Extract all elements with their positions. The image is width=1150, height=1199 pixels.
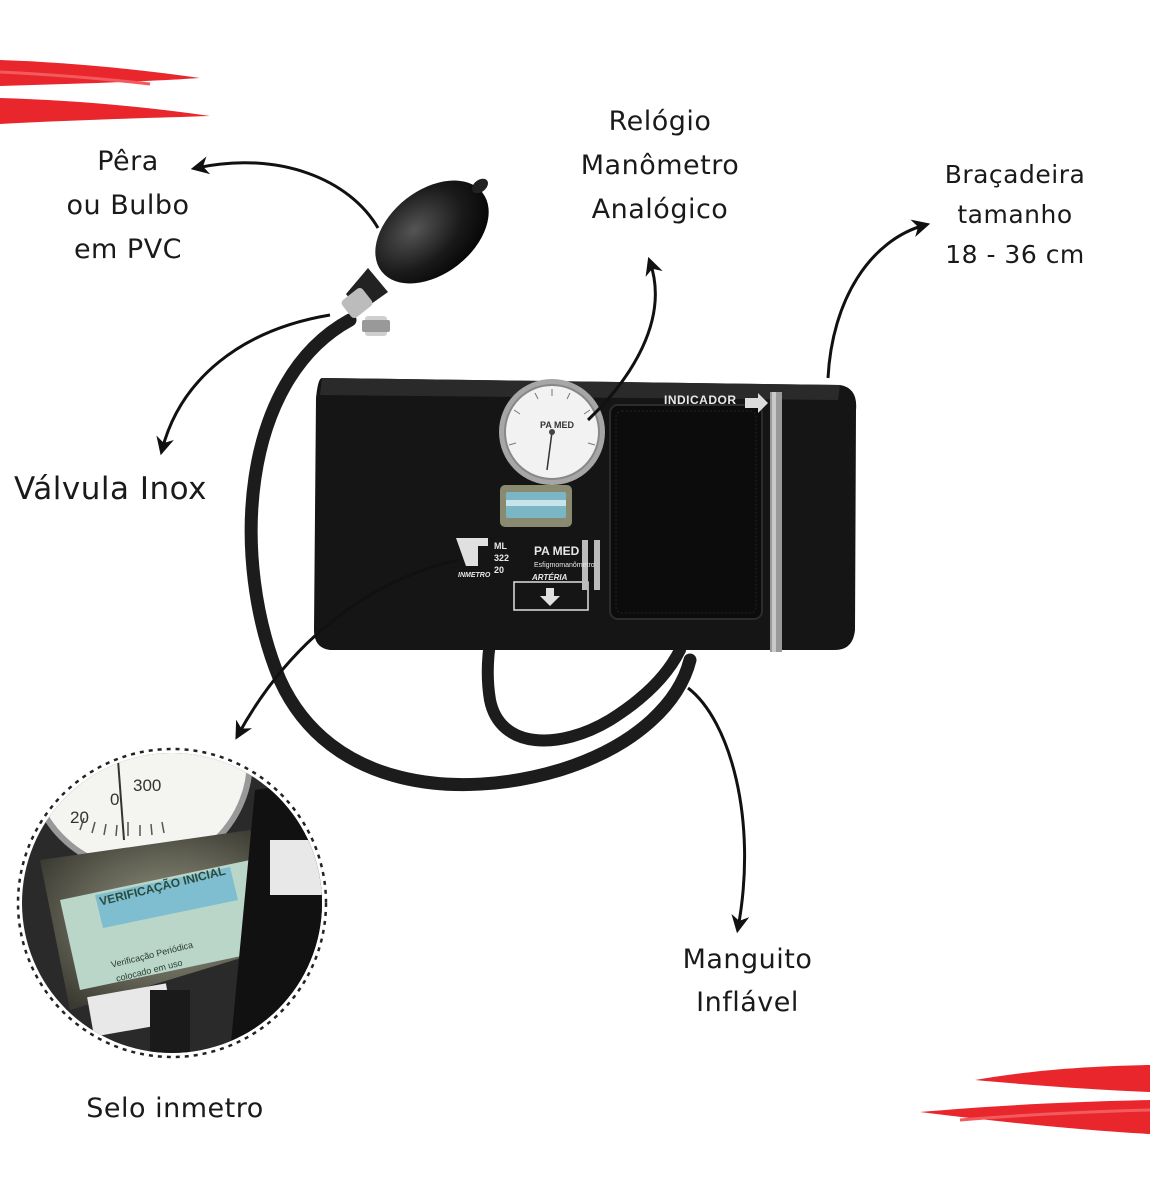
arrow-bracadeira: [826, 219, 931, 379]
cuff-indicador-text: INDICADOR: [664, 393, 737, 407]
label-bracadeira: Braçadeira tamanho 18 - 36 cm: [920, 155, 1110, 275]
label-selo: Selo inmetro: [86, 1093, 264, 1124]
cuff-inmetro-text: INMETRO: [458, 572, 491, 579]
pressure-gauge: [499, 379, 605, 527]
cuff-ml-line: 322: [494, 553, 510, 563]
label-line: ou Bulbo: [66, 190, 190, 221]
red-brush-bottom-right: [920, 1065, 1150, 1134]
arrow-pera: [190, 156, 380, 229]
label-line: Analógico: [591, 194, 729, 225]
label-line: em PVC: [73, 234, 183, 265]
label-line: Relógio: [608, 106, 712, 137]
cuff: [314, 378, 857, 652]
zoom-tick-20: 20: [70, 808, 89, 827]
label-valvula: Válvula Inox: [14, 471, 208, 507]
cuff-arteria-text: ARTÉRIA: [532, 573, 568, 582]
arrow-manguito: [687, 686, 750, 934]
cuff-ml-text: ML 322 20: [494, 540, 509, 576]
zoom-tick-300: 300: [133, 776, 162, 795]
label-line: Inflável: [696, 987, 799, 1018]
label-line: Pêra: [97, 146, 159, 177]
label-line: 18 - 36 cm: [945, 240, 1085, 269]
red-brush-top-left: [0, 60, 210, 124]
arrow-relogio: [586, 256, 663, 422]
arrow-valvula: [156, 313, 331, 456]
label-relogio: Relógio Manômetro Analógico: [560, 100, 760, 232]
zoom-seal-detail: [16, 747, 328, 1059]
label-line: tamanho: [957, 200, 1073, 229]
zoom-tick-0: 0: [110, 790, 120, 809]
cuff-ml-line: 20: [494, 565, 505, 575]
label-line: Manômetro: [580, 150, 740, 181]
gauge-brand: PA MED: [540, 420, 575, 430]
label-manguito: Manguito Inflável: [660, 938, 835, 1024]
arrow-selo: [235, 558, 459, 740]
label-pera: Pêra ou Bulbo em PVC: [48, 140, 208, 272]
bulb: [341, 178, 489, 336]
label-line: Manguito: [682, 944, 813, 975]
cuff-brand-text: PA MED: [534, 544, 580, 558]
label-line: Braçadeira: [944, 160, 1086, 189]
bulb-hose: [244, 313, 697, 792]
cuff-ml-line: ML: [494, 541, 507, 551]
cuff-subtitle-text: Esfigmomanômetro: [534, 562, 595, 569]
